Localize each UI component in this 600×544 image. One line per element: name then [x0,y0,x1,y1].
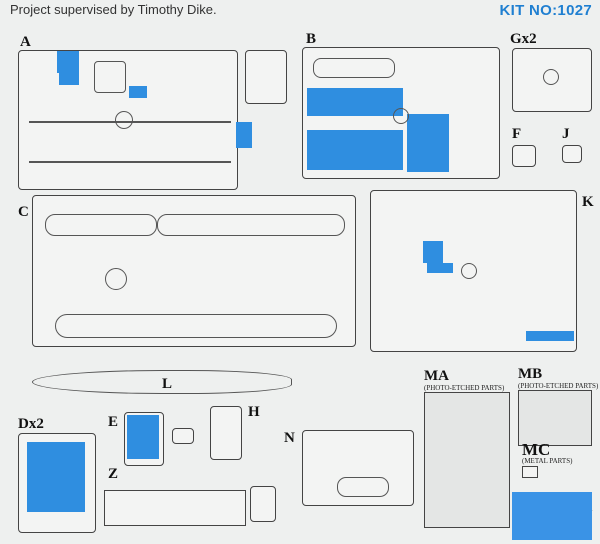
sprue-label-d: Dx2 [18,416,44,432]
sprue-f [512,145,536,167]
hull-part [55,314,337,338]
sprue-b-highlight-2 [307,130,403,170]
sprue-h [210,406,242,460]
sprue-b [302,47,500,179]
mc-subtitle: (METAL PARTS) [522,457,573,465]
sprue-k [370,190,577,352]
sprue-label-f: F [512,126,522,142]
sprue-e-highlight [127,415,159,459]
sprue-a-runner-2 [29,161,231,163]
sprue-label-h: H [248,404,260,420]
sprue-a [18,50,238,190]
sprue-z-extra [250,486,276,522]
sprue-g-gate [543,69,559,85]
sprue-d [18,433,96,533]
sprue-z [104,490,246,526]
sprue-a-extra [245,50,287,104]
sprue-label-e: E [108,414,119,430]
sprue-e-extra [172,428,194,444]
sprue-a-gate [115,111,133,129]
sprue-label-g: Gx2 [510,31,537,47]
sprue-a-highlight [57,51,79,73]
sprue-label-l: L [162,376,173,392]
sprue-j [562,145,582,163]
sprue-b-highlight [307,88,403,116]
sprue-b-part [313,58,395,78]
mb-subtitle: (PHOTO-ETCHED PARTS) [518,382,599,390]
hull-deck-part-2 [157,214,345,236]
sprue-k-highlight-2 [427,263,453,273]
sprue-k-highlight [423,241,443,263]
sprue-n [302,430,414,506]
sprue-a-highlight-3 [129,86,147,98]
sprue-c [32,195,356,347]
photo-etch-fret-ma [424,392,510,528]
sprue-a-side-highlight [236,122,252,148]
sprue-label-mc: MC [522,440,551,459]
sprue-b-highlight-3 [407,114,449,172]
sprue-e [124,412,164,466]
sprue-label-ma: MA [424,368,449,384]
sprue-label-a: A [20,34,31,50]
supervisor-credit: Project supervised by Timothy Dike. [10,2,217,17]
sprue-label-z: Z [108,466,119,482]
sprue-label-mb: MB [518,366,543,382]
photo-etch-fret-mb [518,390,592,446]
metal-part [522,466,538,478]
sprue-c-propeller [105,268,127,290]
sprue-label-b: B [306,31,317,47]
sprue-label-j: J [562,126,570,142]
ma-subtitle: (PHOTO-ETCHED PARTS) [424,384,505,392]
sprue-b-gate [393,108,409,124]
sprue-a-part [94,61,126,93]
hull-deck-part [45,214,157,236]
sprue-label-n: N [284,430,295,446]
sprue-label-k: K [582,194,594,210]
sprue-l-hull [32,370,292,394]
not-for-use-swatch [512,492,592,540]
kit-number: KIT NO:1027 [499,2,592,19]
sprue-g [512,48,592,112]
sprue-k-highlight-3 [526,331,574,341]
sprue-d-highlight [27,442,85,512]
sprue-label-c: C [18,204,29,220]
sprue-a-highlight-2 [59,73,79,85]
sprue-n-part [337,477,389,497]
sprue-k-gate [461,263,477,279]
